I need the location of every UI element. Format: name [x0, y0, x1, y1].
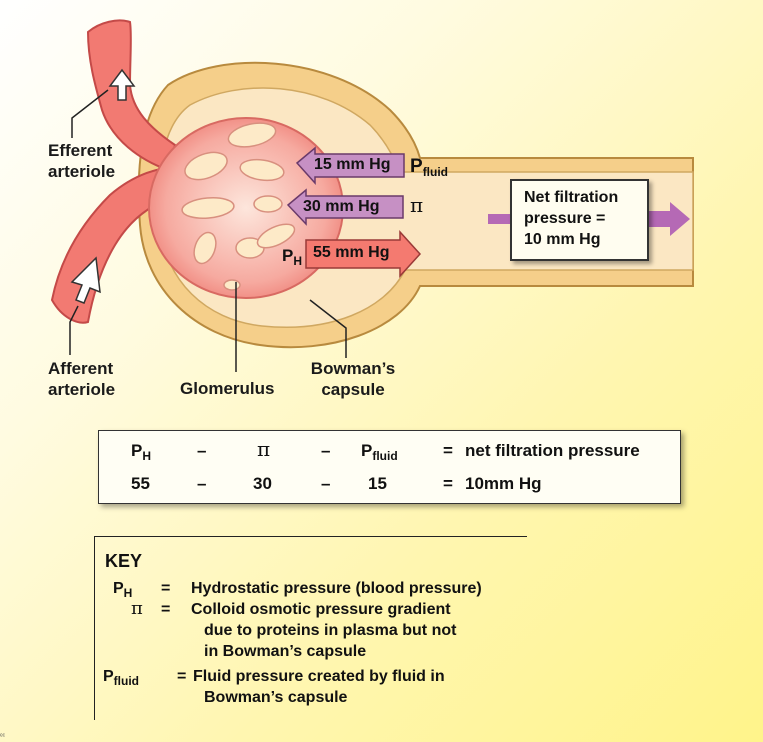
key-pfluid-symbol: Pfluid [103, 668, 139, 688]
key-pfluid-definition-2: Bowman’s capsule [204, 689, 348, 706]
net-filtration-box: Net filtration pressure = 10 mm Hg [510, 179, 649, 261]
leader-lines [69, 89, 347, 372]
pi-arrow [286, 188, 404, 226]
ph-value: 55 mm Hg [313, 244, 390, 261]
key-pi-definition-3: in Bowman’s capsule [204, 643, 367, 660]
key-ph-symbol: PH [113, 580, 133, 600]
key-pi-symbol: π [131, 598, 143, 619]
corner-mark: ᵉᶜ [0, 733, 6, 740]
eq-equals-2: = [443, 474, 453, 493]
eq-minus-3: – [197, 474, 207, 493]
pi-symbol: π [410, 193, 424, 217]
eq-value-ph: 55 [131, 474, 150, 493]
eq-pi-symbol: π [257, 437, 271, 461]
net-box-line-3: 10 mm Hg [524, 231, 601, 248]
key-ph-equals: = [161, 580, 171, 597]
tubule-flow-shaft [488, 214, 510, 224]
eq-value-pfluid: 15 [368, 474, 387, 493]
capillary-loops [181, 122, 296, 291]
eq-value-pi: 30 [253, 474, 272, 493]
pi-value: 30 mm Hg [303, 198, 380, 215]
pfluid-symbol: Pfluid [410, 156, 449, 179]
tubule-flow-head [649, 202, 690, 236]
key-title: KEY [105, 551, 143, 571]
eq-equals-1: = [443, 441, 453, 460]
key-pi-equals: = [161, 601, 171, 618]
efferent-arteriole-vessel [86, 19, 177, 172]
eq-minus-1: – [197, 441, 207, 460]
eq-minus-2: – [321, 441, 331, 460]
ph-symbol: PH [282, 246, 303, 268]
net-box-line-1: Net filtration [524, 189, 619, 206]
key-pi-definition-1: Colloid osmotic pressure gradient [191, 601, 451, 618]
pfluid-arrow [295, 146, 405, 185]
efferent-flow-arrow [108, 68, 136, 101]
eq-minus-4: – [321, 474, 331, 493]
eq-ph-symbol: PH [131, 441, 152, 463]
net-box-line-2: pressure = [524, 210, 606, 227]
afferent-flow-arrow [70, 256, 101, 304]
eq-result-2: 10mm Hg [465, 474, 542, 493]
key-pi-definition-2: due to proteins in plasma but not [204, 622, 457, 639]
key-box: KEY PH = Hydrostatic pressure (blood pre… [94, 536, 527, 720]
ph-arrow [305, 230, 422, 278]
eq-result-1: net filtration pressure [465, 441, 640, 460]
eq-pfluid-symbol: Pfluid [361, 441, 398, 463]
pfluid-value: 15 mm Hg [314, 156, 391, 173]
key-pfluid-equals: = [177, 668, 187, 685]
glomerulus-label: Glomerulus [180, 379, 275, 398]
equation-box: PH – π – Pfluid = net filtration pressur… [98, 430, 681, 504]
key-pfluid-definition-1: Fluid pressure created by fluid in [193, 668, 445, 685]
key-ph-definition: Hydrostatic pressure (blood pressure) [191, 580, 482, 597]
